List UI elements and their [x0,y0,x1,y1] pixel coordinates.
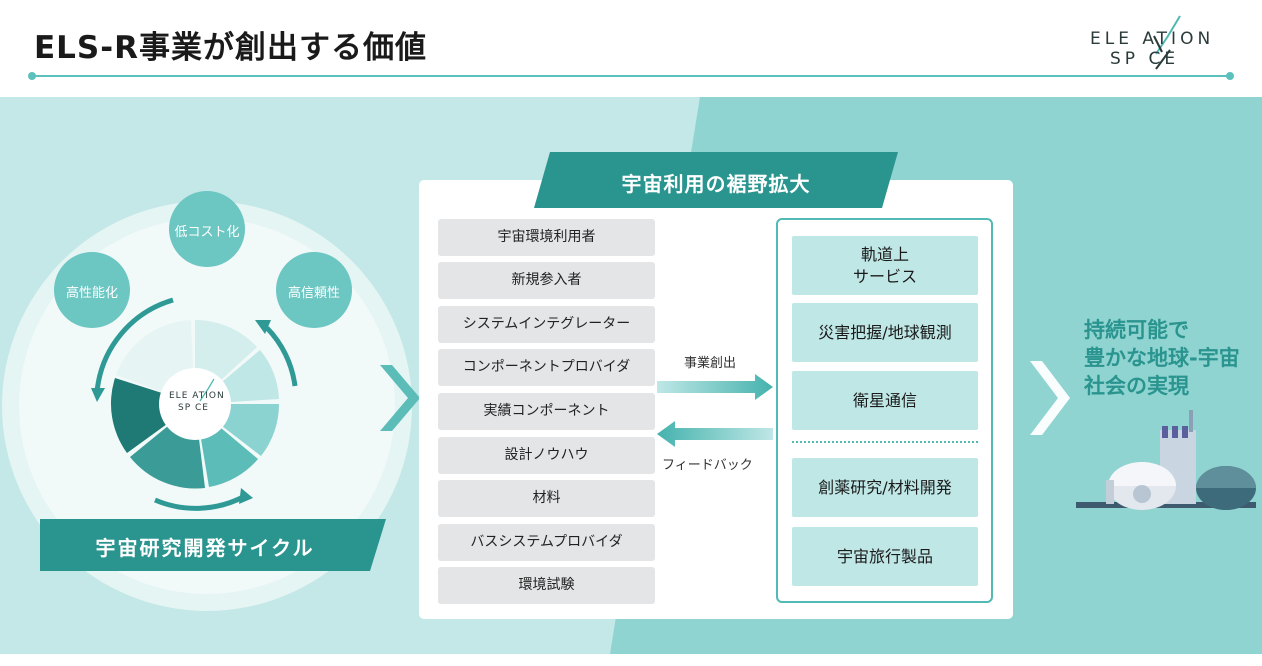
logo-text-line1: ELE ATION [1090,29,1214,49]
service-item: 災害把握/地球観測 [792,303,978,362]
service-item: 軌道上 サービス [792,236,978,295]
goal-text: 持続可能で 豊かな地球-宇宙 社会の実現 [1084,316,1240,400]
expansion-banner: 宇宙利用の裾野拡大 [550,152,882,208]
services-divider [792,441,978,443]
participant-item: 実績コンポーネント [438,393,655,430]
service-item: 衛星通信 [792,371,978,430]
center-logo-line2: SP CE [178,403,209,413]
service-item: 創薬研究/材料開発 [792,458,978,517]
participant-item: 材料 [438,480,655,517]
goal-line: 豊かな地球-宇宙 [1084,344,1240,372]
elevation-space-logo: ELE ATION SP CE [1086,14,1236,70]
banner-fold-left [534,152,550,208]
forward-arrow-label: 事業創出 [684,352,736,371]
feedback-arrow-label: フィードバック [662,454,753,473]
cycle-node-label-reliability: 高信頼性 [276,282,352,301]
research-cycle-banner: 宇宙研究開発サイクル [40,519,370,571]
service-item: 宇宙旅行製品 [792,527,978,586]
center-logo-line1: ELE ATION [169,391,225,401]
cycle-node-label-performance: 高性能化 [54,282,130,301]
expansion-title: 宇宙利用の裾野拡大 [550,168,882,197]
goal-line: 社会の実現 [1084,372,1240,400]
flow-arrows [655,370,777,450]
participant-item: 宇宙環境利用者 [438,219,655,256]
research-cycle-title: 宇宙研究開発サイクル [40,532,370,561]
logo-text-line2: SP CE [1110,49,1179,69]
space-station-icon [1076,406,1258,512]
participant-item: バスシステムプロバイダ [438,524,655,561]
cycle-node-label-cost: 低コスト化 [169,221,245,240]
banner-fold-right [882,152,898,208]
participant-item: 新規参入者 [438,262,655,299]
participant-item: 環境試験 [438,567,655,604]
participant-item: コンポーネントプロバイダ [438,349,655,386]
goal-line: 持続可能で [1084,316,1240,344]
participant-item: 設計ノウハウ [438,437,655,474]
forward-arrow-icon [657,374,773,400]
participant-item: システムインテグレーター [438,306,655,343]
feedback-arrow-icon [657,421,773,447]
